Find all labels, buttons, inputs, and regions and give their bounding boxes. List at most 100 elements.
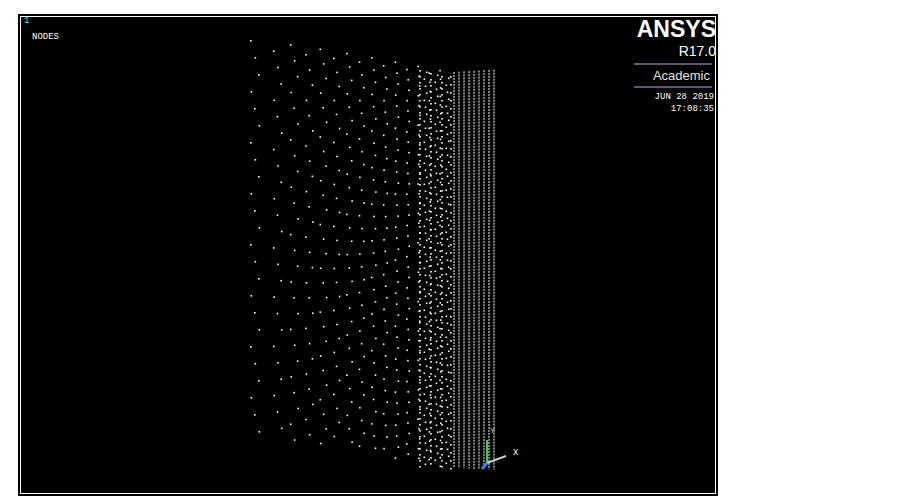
mesh-node [419, 208, 421, 210]
mesh-node [396, 303, 398, 305]
mesh-node [447, 428, 449, 430]
mesh-node [273, 395, 275, 397]
mesh-node [418, 95, 420, 97]
mesh-node [308, 115, 310, 117]
mesh-node [255, 57, 257, 59]
mesh-node [435, 208, 437, 210]
mesh-node [349, 227, 351, 229]
mesh-node [430, 127, 432, 129]
mesh-node [386, 88, 388, 90]
mesh-node [254, 108, 256, 110]
mesh-node [441, 148, 443, 150]
mesh-node [419, 148, 421, 150]
mesh-node [363, 317, 365, 319]
mesh-node [398, 380, 400, 382]
mesh-node [406, 318, 408, 320]
mesh-node [346, 133, 348, 135]
mesh-node [395, 226, 397, 228]
mesh-node [419, 388, 421, 390]
mesh-node [419, 352, 421, 354]
mesh-node [426, 261, 428, 263]
mesh-node [441, 256, 443, 258]
mesh-node [290, 44, 292, 46]
mesh-node [426, 156, 428, 158]
mesh-node [297, 265, 299, 267]
mesh-node [436, 215, 438, 217]
mesh-node [437, 390, 439, 392]
mesh-node [426, 345, 428, 347]
mesh-node [351, 120, 353, 122]
mesh-node [446, 274, 448, 276]
mesh-node [407, 204, 409, 206]
mesh-node [309, 69, 311, 71]
mesh-node [273, 198, 275, 200]
mesh-node [450, 92, 452, 94]
mesh-node [398, 248, 400, 250]
mesh-node [429, 146, 431, 148]
mesh-node [320, 92, 322, 94]
mesh-node [448, 225, 450, 227]
mesh-node [429, 376, 431, 378]
mesh-node [430, 109, 432, 111]
mesh-node [258, 74, 260, 76]
mesh-node [441, 304, 443, 306]
mesh-node [437, 264, 439, 266]
mesh-node [450, 340, 452, 342]
mesh-node [441, 376, 443, 378]
mesh-node [373, 142, 375, 144]
mesh-node [447, 302, 449, 304]
mesh-node [426, 135, 428, 137]
mesh-node [425, 212, 427, 214]
mesh-node [426, 198, 428, 200]
mesh-node [450, 444, 452, 446]
mesh-node [440, 345, 442, 347]
mesh-node [361, 305, 363, 307]
mesh-node [359, 215, 361, 217]
mesh-node [319, 224, 321, 226]
mesh-node [430, 181, 432, 183]
mesh-node [348, 428, 350, 430]
mesh-node [441, 244, 443, 246]
mesh-node [419, 262, 421, 264]
mesh-node [440, 422, 442, 424]
mesh-node [447, 407, 449, 409]
mesh-node [448, 183, 450, 185]
mesh-node [441, 94, 443, 96]
mesh-node [255, 261, 257, 263]
mesh-node [441, 436, 443, 438]
mesh-node [436, 383, 438, 385]
mesh-node [430, 174, 432, 176]
mesh-node [448, 78, 450, 80]
mesh-node [406, 381, 408, 383]
mesh-node [419, 430, 421, 432]
mesh-node [425, 191, 427, 193]
mesh-node [351, 361, 353, 363]
mesh-node [441, 172, 443, 174]
mesh-node [419, 358, 421, 360]
mesh-node [426, 303, 428, 305]
node-column [489, 70, 490, 470]
mesh-node [429, 256, 431, 258]
mesh-node [448, 288, 450, 290]
mesh-node [430, 121, 432, 123]
mesh-node [441, 178, 443, 180]
mesh-node [386, 332, 388, 334]
mesh-node [351, 281, 353, 283]
mesh-node [419, 320, 421, 322]
mesh-node [441, 442, 443, 444]
mesh-node [419, 394, 421, 396]
mesh-node [439, 431, 441, 433]
plot-date: JUN 28 2019 [655, 93, 714, 102]
mesh-node [430, 284, 432, 286]
mesh-node [351, 240, 353, 242]
mesh-node [439, 457, 441, 459]
mesh-node [446, 295, 448, 297]
mesh-node [359, 445, 361, 447]
mesh-node [326, 209, 328, 211]
mesh-node [371, 313, 373, 315]
mesh-node [361, 420, 363, 422]
mesh-node [450, 84, 452, 86]
mesh-node [450, 436, 452, 438]
mesh-node [424, 163, 426, 165]
